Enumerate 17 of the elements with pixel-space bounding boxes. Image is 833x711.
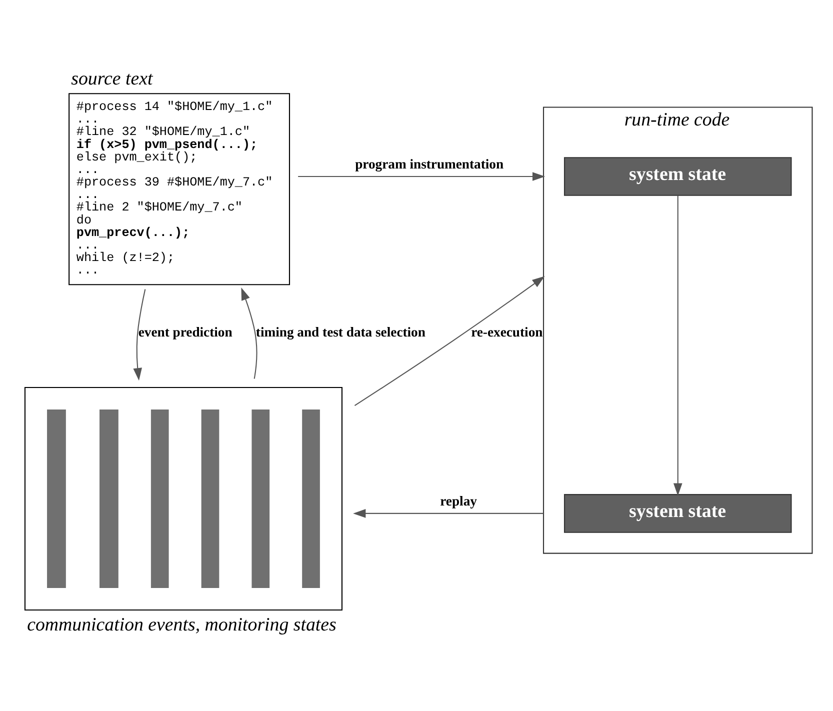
arrow (133, 288, 146, 380)
node-box (24, 386, 342, 610)
edge-label: timing and test data selection (256, 324, 426, 339)
edge-label: re-execution (471, 324, 543, 339)
edge-label: event prediction (138, 324, 232, 339)
arrow (241, 287, 258, 378)
node-box: system state (564, 156, 792, 196)
node-box: #process 14 "$HOME/my_1.c" ... #line 32 "$HOME/my_1.c" if (x>5) pvm_psend(...); else pvm_exit(); ... #process 39 #$HOME/my_7.c" ... #line 2 "$HOME/my_7.c" do pvm_precv(...); ... while (z!=2); ... (68, 92, 290, 285)
arrow (353, 508, 544, 518)
node-label: source text (71, 68, 153, 90)
node-label: communication events, monitoring states (27, 614, 336, 635)
arrow (673, 195, 682, 496)
node-box: system state (564, 494, 792, 532)
edge-label: replay (440, 492, 477, 508)
arrow (354, 276, 545, 406)
edge-label: program instrumentation (355, 156, 504, 172)
arrow (298, 172, 546, 180)
